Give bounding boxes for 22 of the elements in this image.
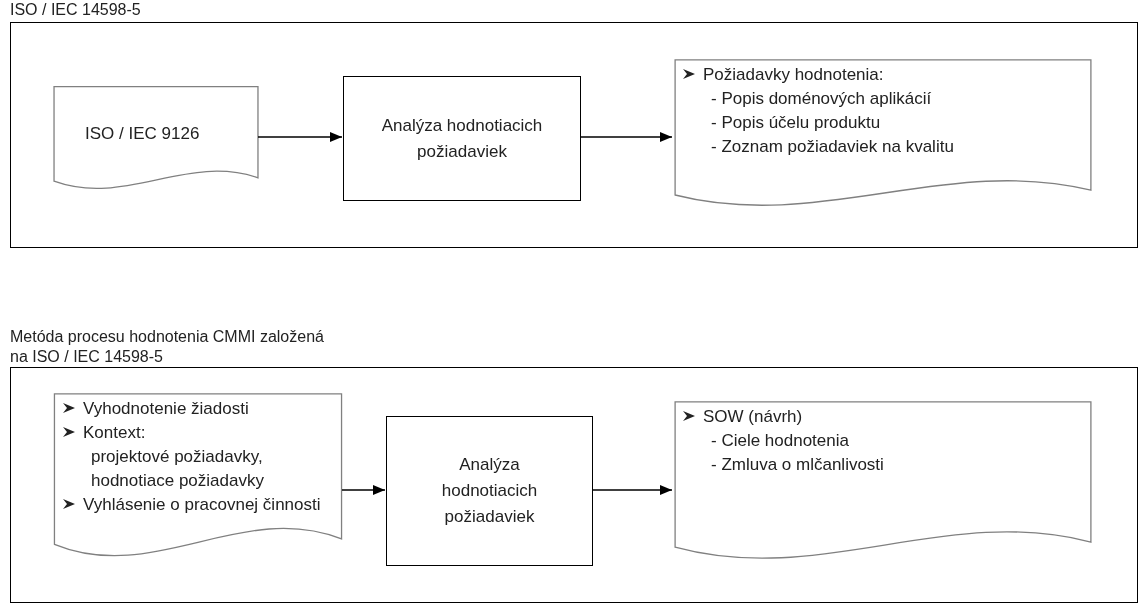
item-text: - Popis doménových aplikácií	[711, 88, 932, 110]
group-title: Metóda procesu hodnotenia CMMI založená na ISO / IEC 14598-5	[10, 327, 325, 367]
arrow	[257, 132, 343, 142]
item-text: Požiadavky hodnotenia:	[703, 64, 884, 86]
item-text: - Ciele hodnotenia	[711, 430, 849, 452]
group-title: ISO / IEC 14598-5	[10, 0, 142, 20]
box-text: Analýza hodnotiacich požiadaviek	[440, 454, 539, 528]
item-text: projektové požiadavky, hodnotiace požiadavky	[91, 446, 265, 492]
item-text: - Zmluva o mlčanlivosti	[711, 454, 884, 476]
item-text: - Zoznam požiadaviek na kvalitu	[711, 136, 954, 158]
process-box	[386, 416, 593, 566]
arrow	[579, 132, 673, 142]
item-text: Kontext:	[83, 422, 146, 444]
arrow	[591, 485, 673, 495]
arrow	[341, 485, 386, 495]
item-text: SOW (návrh)	[703, 406, 803, 428]
item-text: Vyhlásenie o pracovnej činnosti	[83, 494, 321, 516]
item-text: Vyhodnotenie žiadosti	[83, 398, 249, 420]
item-text: - Popis účelu produktu	[711, 112, 881, 134]
process-box	[343, 76, 581, 201]
item-text: ISO / IEC 9126	[85, 123, 200, 145]
box-text: Analýza hodnotiacich požiadaviek	[380, 114, 544, 163]
